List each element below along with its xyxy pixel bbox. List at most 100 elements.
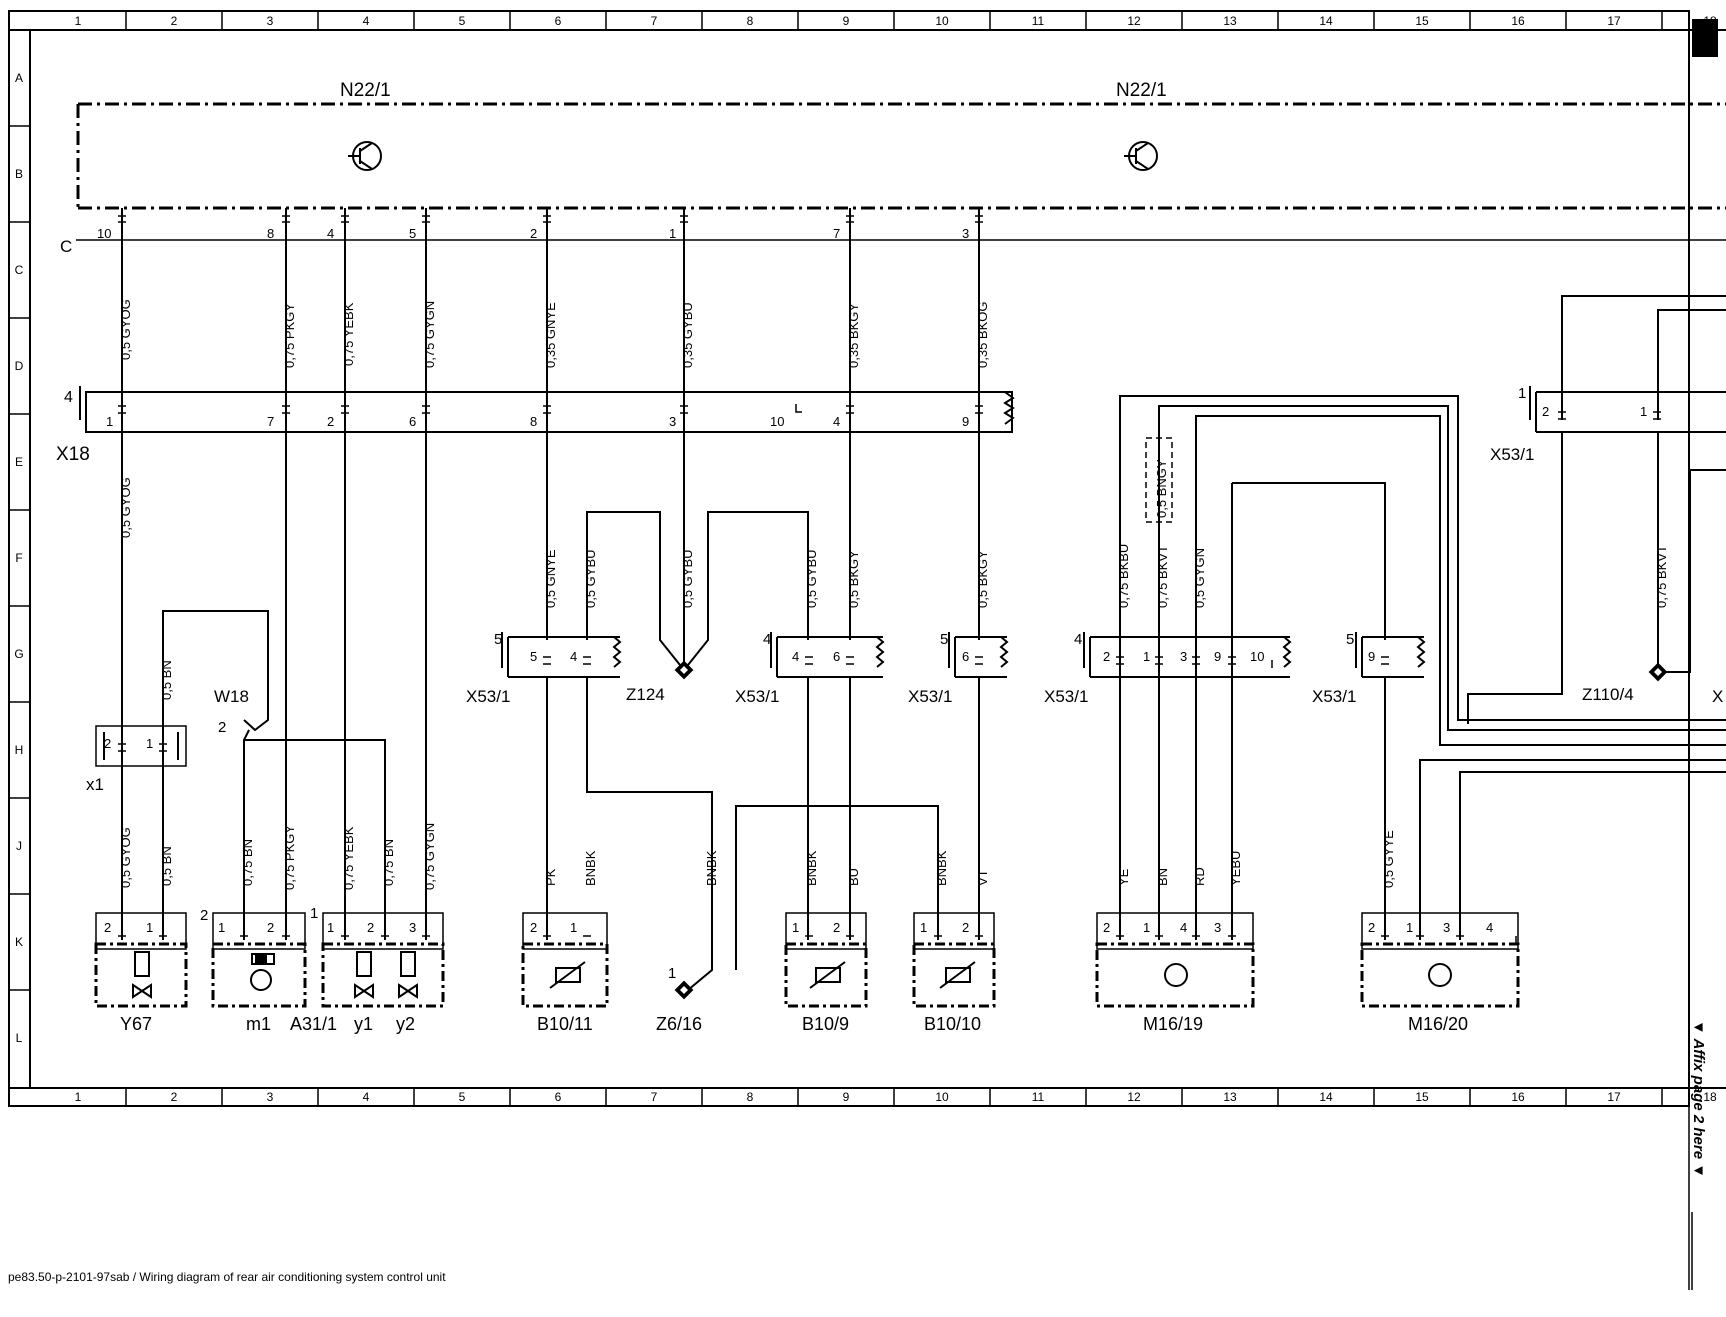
column-number: 4 xyxy=(363,1090,370,1104)
x53-label: X53/1 xyxy=(1044,687,1088,706)
b10-10-label: B10/10 xyxy=(924,1014,981,1034)
column-number: 14 xyxy=(1319,1090,1333,1104)
column-number: 4 xyxy=(363,14,370,28)
column-number: 13 xyxy=(1223,1090,1237,1104)
column-number: 7 xyxy=(651,14,658,28)
wire-label: BN xyxy=(1155,868,1170,886)
m16-19-pin: 4 xyxy=(1180,920,1187,935)
wires-lower-section xyxy=(546,295,1726,991)
x53-pin: 9 xyxy=(1214,649,1221,664)
b10-10-pin: 1 xyxy=(920,920,927,935)
column-number: 15 xyxy=(1415,1090,1429,1104)
y67-label: Y67 xyxy=(120,1014,152,1034)
wire-label: 0,5 BN xyxy=(159,660,174,700)
x53-pin: 2 xyxy=(1103,649,1110,664)
x53-pin: 4 xyxy=(570,649,577,664)
row-letter: G xyxy=(14,647,23,661)
a31-number: 1 xyxy=(310,905,318,922)
b10-9-pin: 2 xyxy=(833,920,840,935)
x53-label: X53/1 xyxy=(1312,687,1356,706)
component-m16-20 xyxy=(1360,912,1520,1008)
x53-label: X53/1 xyxy=(908,687,952,706)
w18-number: 2 xyxy=(218,719,226,736)
y2-label: y2 xyxy=(396,1014,415,1034)
connector-c-label: C xyxy=(60,237,72,256)
wire-label: 0,75 BKBU xyxy=(1116,544,1131,608)
column-number: 2 xyxy=(171,1090,178,1104)
x18-pin-4: 4 xyxy=(833,414,840,429)
component-b10-11 xyxy=(521,912,609,1008)
z110-4-label: Z110/4 xyxy=(1582,685,1634,704)
b10-10-pin: 2 xyxy=(962,920,969,935)
wire-label: 0,5 GYOG xyxy=(118,299,133,360)
column-number: 15 xyxy=(1415,14,1429,28)
wire-label: 0,5 BNGY xyxy=(1154,459,1169,518)
connector-x53-c2 xyxy=(770,632,885,678)
m1-pin: 1 xyxy=(218,920,225,935)
x53-pin: 2 xyxy=(1542,404,1549,419)
partial-label: X xyxy=(1712,687,1723,706)
row-letter: L xyxy=(16,1031,23,1045)
column-number: 16 xyxy=(1511,14,1525,28)
b10-11-pin: 1 xyxy=(570,920,577,935)
b10-11-label: B10/11 xyxy=(537,1014,593,1034)
x53-count: 5 xyxy=(494,631,502,648)
x53-label: X53/1 xyxy=(735,687,779,706)
wire-label: 0,5 BKGY xyxy=(846,550,861,608)
x53-count: 5 xyxy=(940,631,948,648)
pins-c xyxy=(118,215,983,223)
row-letter: K xyxy=(15,935,23,949)
column-number: 11 xyxy=(1032,1090,1045,1104)
x1-label: x1 xyxy=(86,775,104,794)
wire-label: 0,75 BN xyxy=(381,839,396,886)
n22-1-label-right: N22/1 xyxy=(1116,80,1167,101)
column-number: 7 xyxy=(651,1090,658,1104)
x53-label: X53/1 xyxy=(466,687,510,706)
x1-pin: 1 xyxy=(146,736,153,751)
component-m1 xyxy=(211,912,307,1008)
m1-number: 2 xyxy=(200,907,208,924)
wire-label: PK xyxy=(543,868,558,886)
x18-pin-7: 7 xyxy=(267,414,274,429)
x53-pin: 3 xyxy=(1180,649,1187,664)
wire-label: 0,5 GYBU xyxy=(804,549,819,608)
column-number: 1 xyxy=(75,14,82,28)
a31-pin: 2 xyxy=(367,920,374,935)
side-note: ▼ Affix page 2 here ▼ xyxy=(1690,1020,1707,1178)
b10-9-pin: 1 xyxy=(792,920,799,935)
x53-pin: 10 xyxy=(1250,649,1264,664)
column-number: 18 xyxy=(1703,1090,1717,1104)
x53-pin: 6 xyxy=(962,649,969,664)
x53-count: 4 xyxy=(763,631,771,648)
wire-label: YE xyxy=(1116,868,1131,886)
x18-pin-1: 1 xyxy=(106,414,113,429)
wire-label: RD xyxy=(1192,867,1207,886)
m1-pin: 2 xyxy=(267,920,274,935)
column-number: 5 xyxy=(459,14,466,28)
wire-label: BNBK xyxy=(804,850,819,886)
m16-20-pin: 1 xyxy=(1406,920,1413,935)
m16-19-pin: 1 xyxy=(1143,920,1150,935)
x18-pin-10: 10 xyxy=(770,414,784,429)
row-letter: C xyxy=(15,263,24,277)
x18-label: X18 xyxy=(56,444,90,465)
row-letter: E xyxy=(15,455,23,469)
x53-pin: 1 xyxy=(1143,649,1150,664)
column-number: 3 xyxy=(267,14,274,28)
column-number: 13 xyxy=(1223,14,1237,28)
wire-label: 0,5 GYOG xyxy=(118,477,133,538)
column-number: 3 xyxy=(267,1090,274,1104)
a31-pin: 3 xyxy=(409,920,416,935)
row-letter: H xyxy=(15,743,24,757)
a31-pin: 1 xyxy=(327,920,334,935)
wire-label: 0,35 BKOG xyxy=(975,302,990,368)
y67-pin: 1 xyxy=(146,920,153,935)
wire-label: 0,75 BKVT xyxy=(1654,545,1669,608)
wire-label: 0,5 BN xyxy=(159,846,174,886)
wire-label: BNBK xyxy=(704,850,719,886)
wire-label: 0,75 PKGY xyxy=(282,303,297,368)
m16-20-pin: 2 xyxy=(1368,920,1375,935)
pins-x18 xyxy=(118,404,983,414)
transistor-icon xyxy=(348,141,382,171)
x18-count: 4 xyxy=(64,389,73,406)
